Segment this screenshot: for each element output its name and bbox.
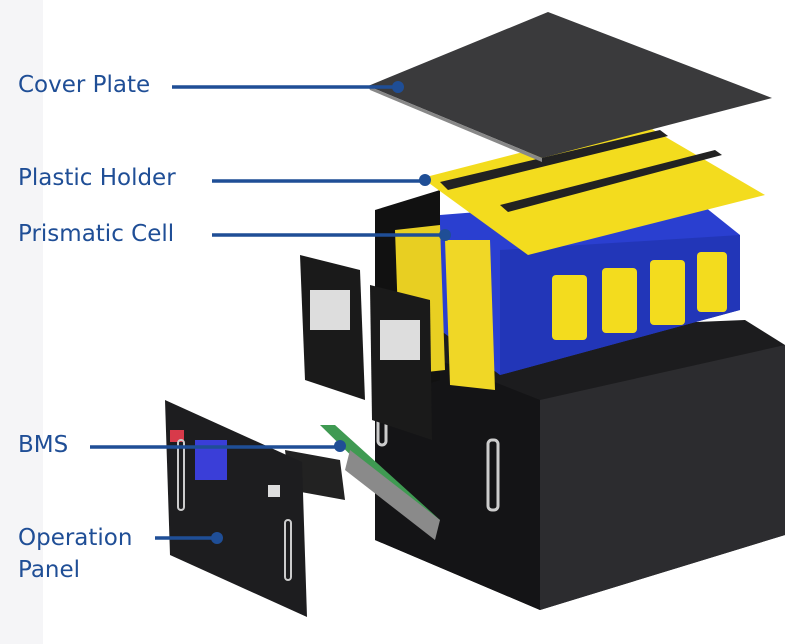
lower-housing xyxy=(375,320,785,610)
label-bms: BMS xyxy=(18,432,69,458)
brackets xyxy=(300,255,432,440)
label-plastic-holder: Plastic Holder xyxy=(18,165,176,191)
cover-plate xyxy=(368,12,772,162)
label-panel: Panel xyxy=(18,557,81,583)
plastic-holder xyxy=(422,122,765,255)
label-cover-plate: Cover Plate xyxy=(18,72,151,98)
label-prismatic-cell: Prismatic Cell xyxy=(18,221,175,247)
leader-lines xyxy=(90,81,451,544)
operation-panel xyxy=(165,400,307,617)
label-operation: Operation xyxy=(18,525,133,551)
background-strip xyxy=(0,0,43,644)
